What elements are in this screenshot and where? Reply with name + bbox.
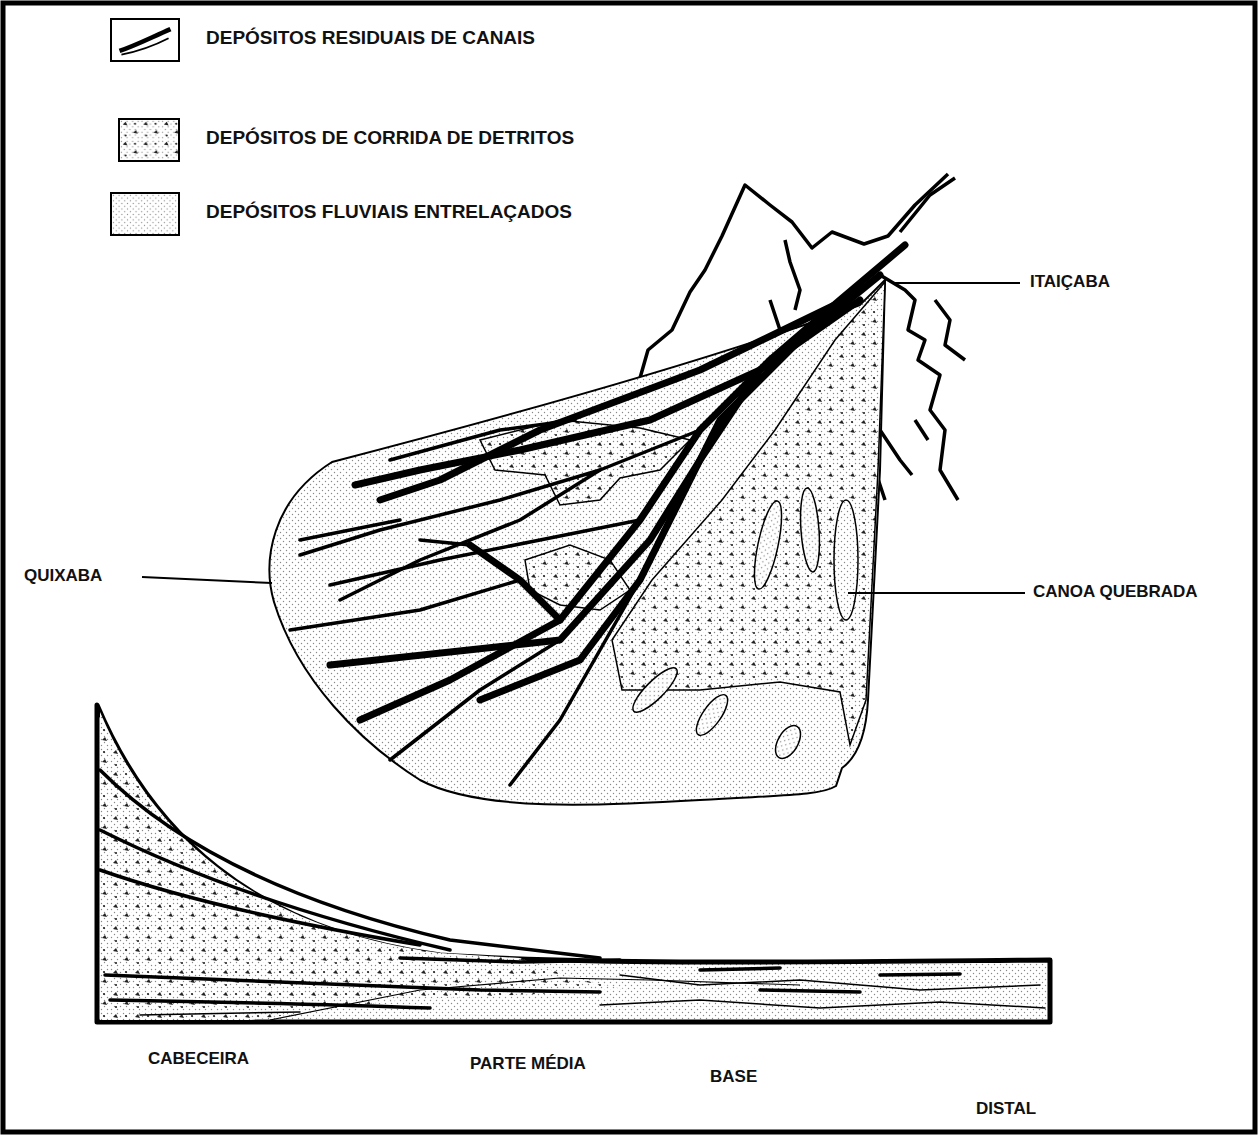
legend-text: DEPÓSITOS DE CORRIDA DE DETRITOS [206, 128, 574, 149]
zone-label: PARTE MÉDIA [470, 1055, 586, 1074]
section-debris [100, 712, 800, 1020]
legend-swatch [110, 18, 180, 62]
channels [290, 245, 905, 785]
legend-swatch [118, 118, 180, 162]
legend-swatch [110, 192, 180, 236]
leader-lines [142, 283, 1025, 593]
section-layers [100, 770, 1045, 1015]
fan-body [270, 280, 885, 805]
zone-label: BASE [710, 1068, 757, 1087]
debris-flow-zone [612, 282, 885, 745]
legend-text: DEPÓSITOS FLUVIAIS ENTRELAÇADOS [206, 202, 572, 223]
place-label: CANOA QUEBRADA [1033, 583, 1198, 602]
place-label: ITAIÇABA [1030, 273, 1110, 292]
zone-label: DISTAL [976, 1100, 1036, 1119]
place-label: QUIXABA [24, 567, 102, 586]
fan-cross-section [97, 705, 1050, 1022]
zone-label: CABECEIRA [148, 1050, 249, 1069]
legend-text: DEPÓSITOS RESIDUAIS DE CANAIS [206, 28, 535, 49]
frame [3, 3, 1255, 1132]
